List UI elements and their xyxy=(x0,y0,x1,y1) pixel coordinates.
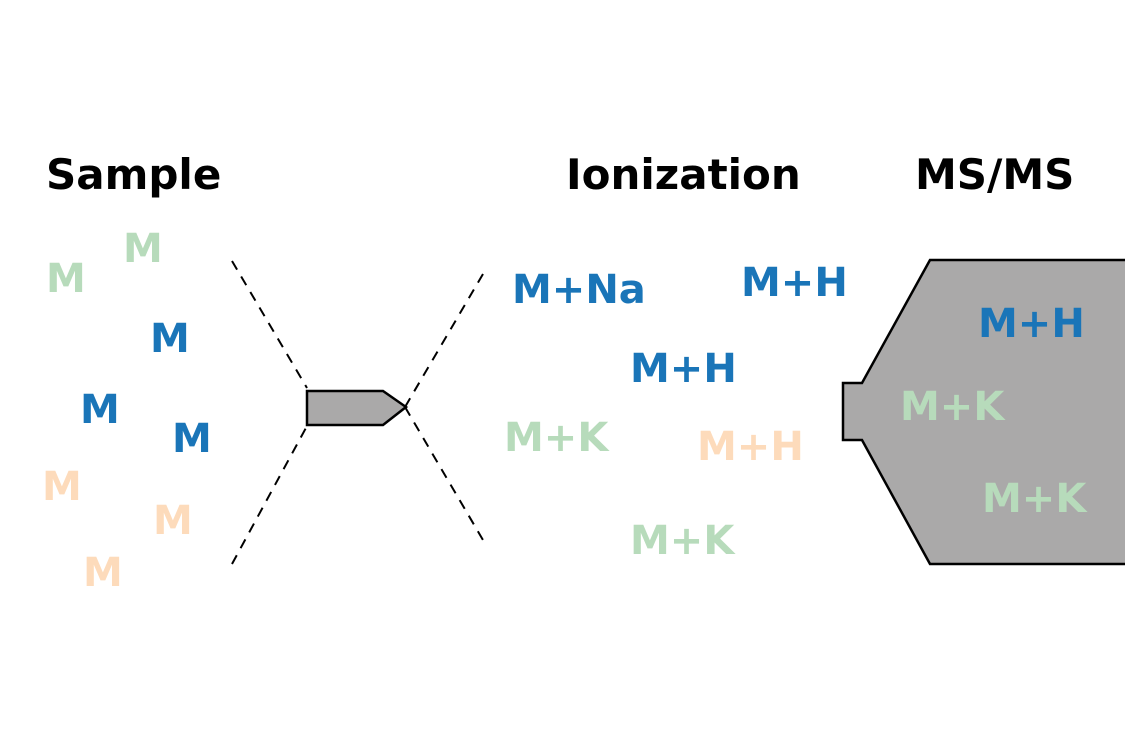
emitter-needle xyxy=(305,389,409,427)
ionized-species: M+H xyxy=(741,260,848,306)
sample-molecule: M xyxy=(172,416,212,462)
sample-molecule: M xyxy=(42,464,82,510)
spray-guide-upper xyxy=(404,273,484,408)
sample-molecule: M xyxy=(123,226,163,272)
ionized-species: M+Na xyxy=(512,267,646,313)
sample-molecule: M xyxy=(83,550,123,596)
msms-heading: MS/MS xyxy=(915,150,1074,199)
msms-species: M+H xyxy=(978,301,1085,347)
msms-species: M+K xyxy=(982,476,1088,522)
inlet-guide-upper xyxy=(231,260,308,389)
ionized-species: M+H xyxy=(697,424,804,470)
ionized-species: M+H xyxy=(630,346,737,392)
ionization-heading: Ionization xyxy=(566,150,801,199)
inlet-guide-lower xyxy=(231,425,308,565)
ionized-species: M+K xyxy=(630,518,736,564)
sample-molecule: M xyxy=(80,387,120,433)
sample-molecule: M xyxy=(150,316,190,362)
sample-molecule: M xyxy=(153,498,193,544)
mass-spectrometer xyxy=(841,258,1125,566)
sample-heading: Sample xyxy=(46,150,221,199)
ionized-species: M+K xyxy=(504,415,610,461)
sample-molecule: M xyxy=(46,256,86,302)
spray-guide-lower xyxy=(404,406,484,541)
msms-species: M+K xyxy=(900,384,1006,430)
